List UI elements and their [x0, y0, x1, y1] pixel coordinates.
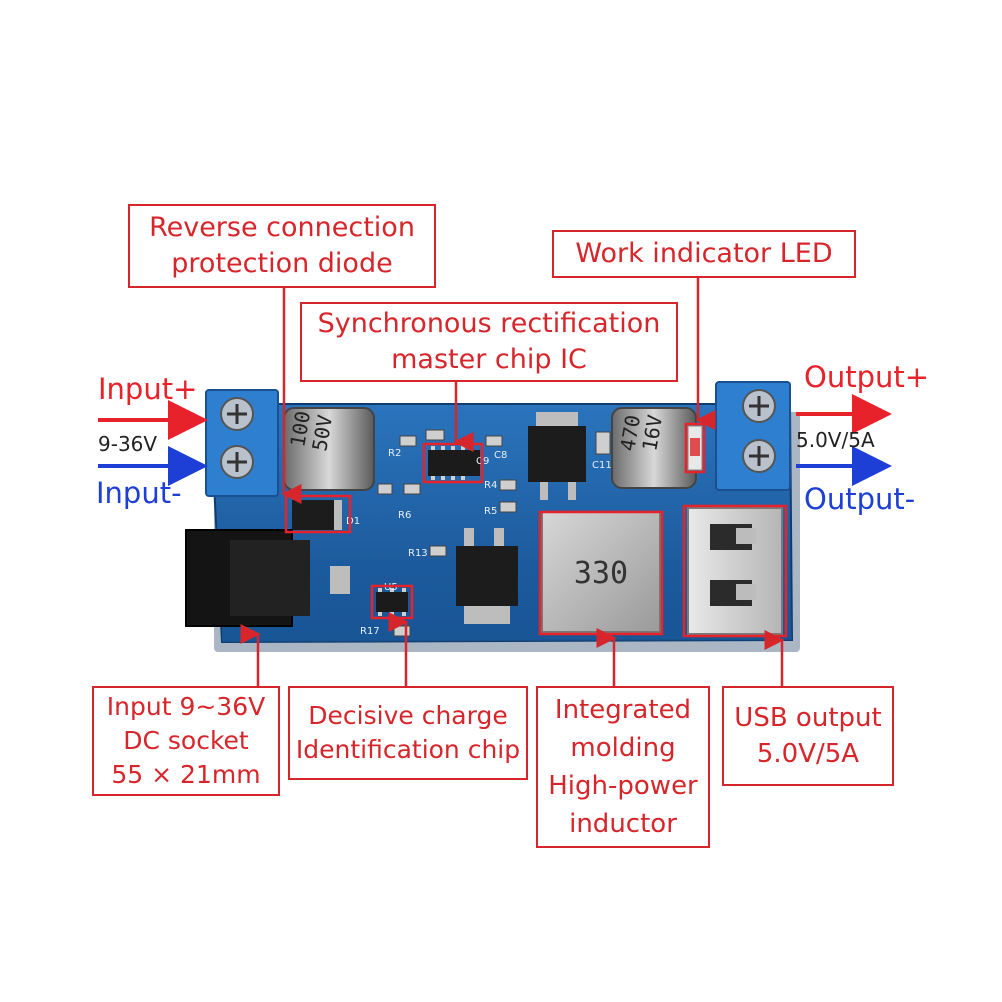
smd-parts [377, 429, 611, 637]
dc-socket [185, 529, 350, 627]
svg-text:R13: R13 [408, 548, 428, 559]
callout-sync-ic: Synchronous rectification master chip IC [300, 302, 678, 382]
output-voltage-label: 5.0V/5A [796, 428, 875, 452]
svg-text:330: 330 [574, 556, 628, 591]
input-minus-label: Input- [96, 476, 182, 510]
top-mosfet [528, 412, 586, 500]
svg-text:D1: D1 [346, 516, 360, 527]
output-minus-label: Output- [804, 482, 916, 516]
output-capacitor: 470 16V [611, 407, 697, 489]
output-terminal-block [715, 381, 791, 491]
input-capacitor: 100 50V [283, 407, 375, 491]
callout-charge-chip: Decisive charge Identification chip [288, 686, 528, 780]
svg-text:C8: C8 [494, 450, 507, 461]
svg-text:R5: R5 [484, 506, 497, 517]
output-plus-label: Output+ [804, 360, 930, 394]
svg-text:R17: R17 [360, 626, 380, 637]
callout-usb-output: USB output 5.0V/5A [722, 686, 894, 786]
callout-inductor: Integrated molding High-power inductor [536, 686, 710, 848]
sync-rectifier-ic [428, 446, 480, 480]
svg-text:U5: U5 [384, 582, 398, 593]
work-led [687, 425, 703, 471]
reverse-diode [292, 500, 342, 530]
input-terminal-block [205, 389, 279, 497]
bottom-mosfet [456, 528, 518, 624]
svg-text:R2: R2 [388, 448, 401, 459]
callout-reverse-diode: Reverse connection protection diode [128, 204, 436, 288]
svg-text:R6: R6 [398, 510, 411, 521]
usb-port [687, 507, 783, 635]
svg-text:C11: C11 [592, 460, 612, 471]
input-voltage-label: 9-36V [98, 432, 158, 456]
leader-lines [240, 278, 785, 686]
callout-work-led: Work indicator LED [552, 230, 856, 278]
power-inductor: 330 [541, 511, 661, 633]
callout-dc-socket: Input 9~36V DC socket 55 × 21mm [92, 686, 280, 796]
component-highlights [284, 422, 788, 638]
svg-text:R4: R4 [484, 480, 497, 491]
input-plus-label: Input+ [98, 372, 198, 406]
